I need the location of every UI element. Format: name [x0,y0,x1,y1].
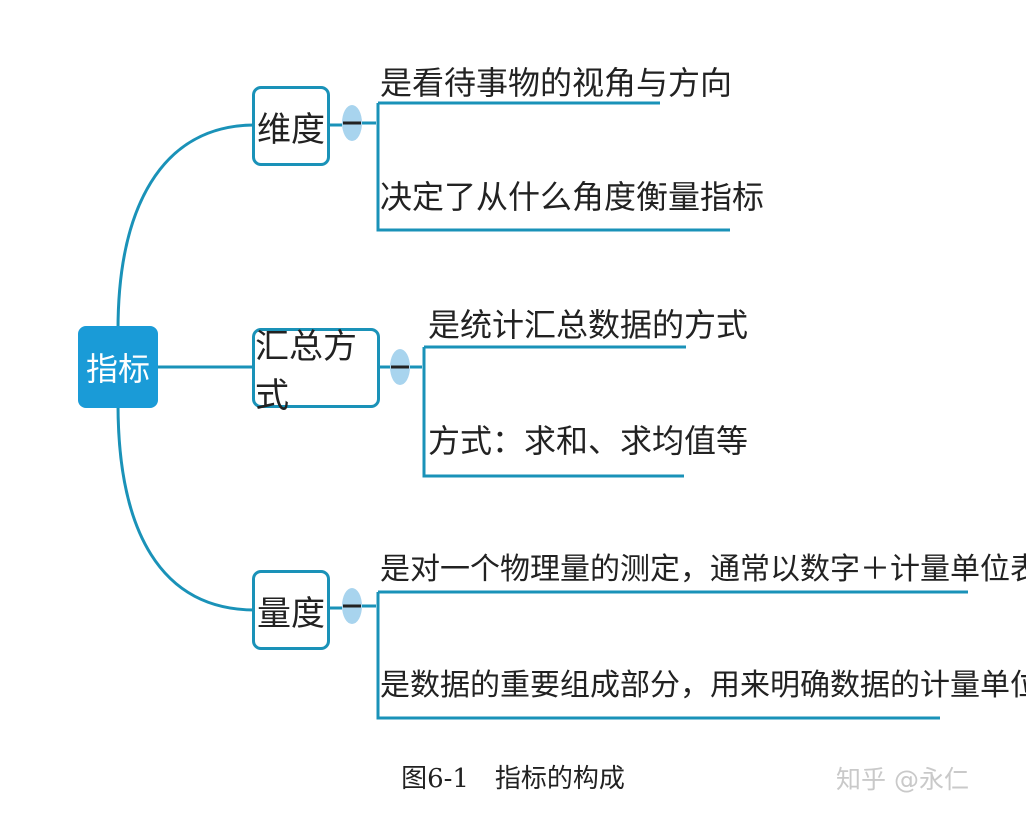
connector-huizong-leaves [422,345,686,478]
watermark: 知乎 @永仁 [836,765,969,794]
leaf-weidu-2: 决定了从什么角度衡量指标 [380,178,765,216]
leaf-liangdu-1: 是对一个物理量的测定，通常以数字＋计量单位表示 [380,552,1026,587]
leaf-liangdu-2: 是数据的重要组成部分，用来明确数据的计量单位 [380,668,1026,703]
branch-node-liangdu: 量度 [252,570,330,650]
branch-node-weidu: 维度 [252,86,330,166]
leaf-weidu-1: 是看待事物的视角与方向 [380,64,733,102]
connector-root-wei [116,123,256,331]
leaf-huizong-1: 是统计汇总数据的方式 [428,306,749,344]
connector-wei-leaves [376,101,730,232]
connector-liang-leaves [376,590,968,720]
connector-root-liang [116,403,256,612]
leaf-huizong-2: 方式：求和、求均值等 [428,422,749,460]
figure-caption: 图6-1 指标的构成 [401,764,625,794]
branch-node-huizong: 汇总方式 [252,327,380,416]
root-node: 指标 [78,326,158,408]
